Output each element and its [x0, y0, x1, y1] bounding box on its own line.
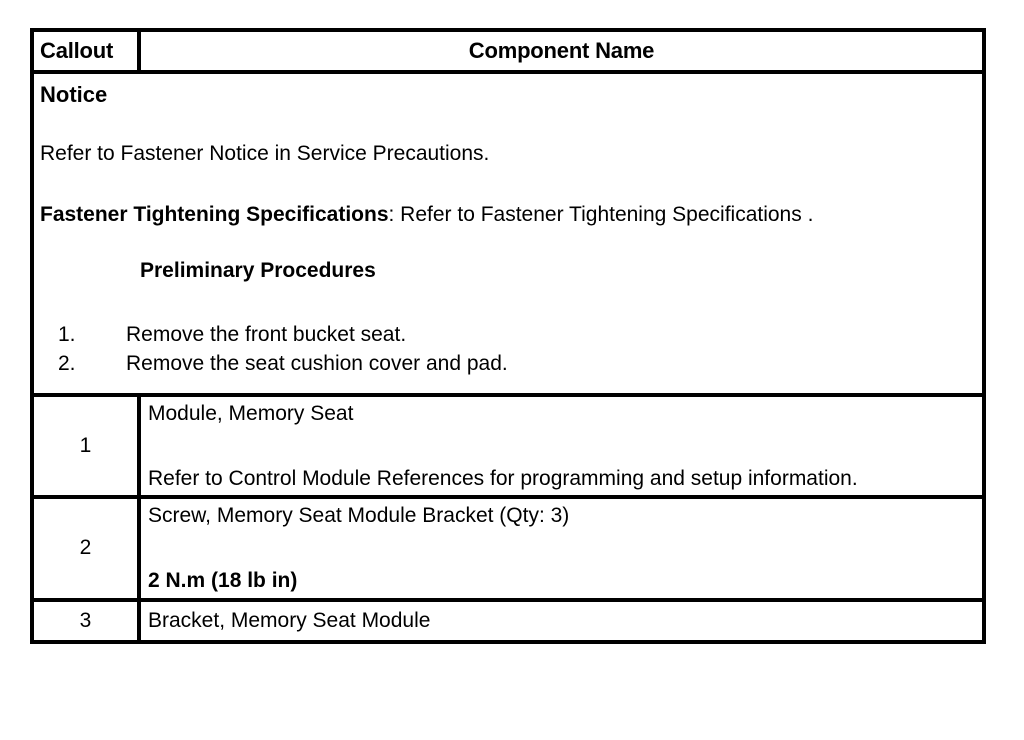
- notice-title: Notice: [40, 82, 108, 107]
- table-row: 1 Module, Memory Seat Refer to Control M…: [30, 396, 986, 500]
- notice-body-text: Refer to Fastener Notice in Service Prec…: [40, 141, 490, 165]
- callout-number: 1: [30, 396, 141, 500]
- parts-table: Callout Component Name Notice Refer to F…: [30, 28, 986, 644]
- component-description: Bracket, Memory Seat Module: [141, 601, 986, 644]
- component-description: Module, Memory Seat Refer to Control Mod…: [141, 396, 986, 500]
- component-primary-text: Module, Memory Seat: [148, 401, 354, 425]
- table-row: 3 Bracket, Memory Seat Module: [30, 601, 986, 644]
- list-item: 2. Remove the seat cushion cover and pad…: [40, 351, 974, 377]
- spacer: [148, 426, 976, 466]
- header-component-name: Component Name: [141, 28, 986, 74]
- step-number: 2.: [58, 351, 76, 375]
- component-primary-text: Screw, Memory Seat Module Bracket (Qty: …: [148, 504, 570, 528]
- table-row: 2 Screw, Memory Seat Module Bracket (Qty…: [30, 499, 986, 602]
- step-number: 1.: [58, 323, 76, 347]
- component-secondary-text: Refer to Control Module References for p…: [148, 466, 858, 490]
- notice-row: Notice Refer to Fastener Notice in Servi…: [30, 74, 986, 397]
- spacer: [148, 528, 976, 568]
- step-text: Remove the front bucket seat.: [126, 323, 407, 347]
- component-primary-text: Bracket, Memory Seat Module: [148, 608, 431, 632]
- notice-block: Notice Refer to Fastener Notice in Servi…: [30, 74, 986, 397]
- fastener-spec-reference: : Refer to Fastener Tightening Specifica…: [388, 202, 814, 226]
- fastener-spec-label: Fastener Tightening Specifications: [40, 202, 389, 226]
- table-header-row: Callout Component Name: [30, 28, 986, 74]
- component-description: Screw, Memory Seat Module Bracket (Qty: …: [141, 499, 986, 602]
- fastener-spec-line: Fastener Tightening Specifications: Refe…: [40, 203, 974, 228]
- callout-number: 2: [30, 499, 141, 602]
- callout-number: 3: [30, 601, 141, 644]
- preliminary-procedures-heading: Preliminary Procedures: [140, 259, 376, 283]
- step-text: Remove the seat cushion cover and pad.: [126, 351, 508, 375]
- header-callout: Callout: [30, 28, 141, 74]
- list-item: 1. Remove the front bucket seat.: [40, 322, 974, 348]
- preliminary-steps-list: 1. Remove the front bucket seat. 2. Remo…: [40, 322, 974, 377]
- torque-specification: 2 N.m (18 lb in): [148, 569, 298, 593]
